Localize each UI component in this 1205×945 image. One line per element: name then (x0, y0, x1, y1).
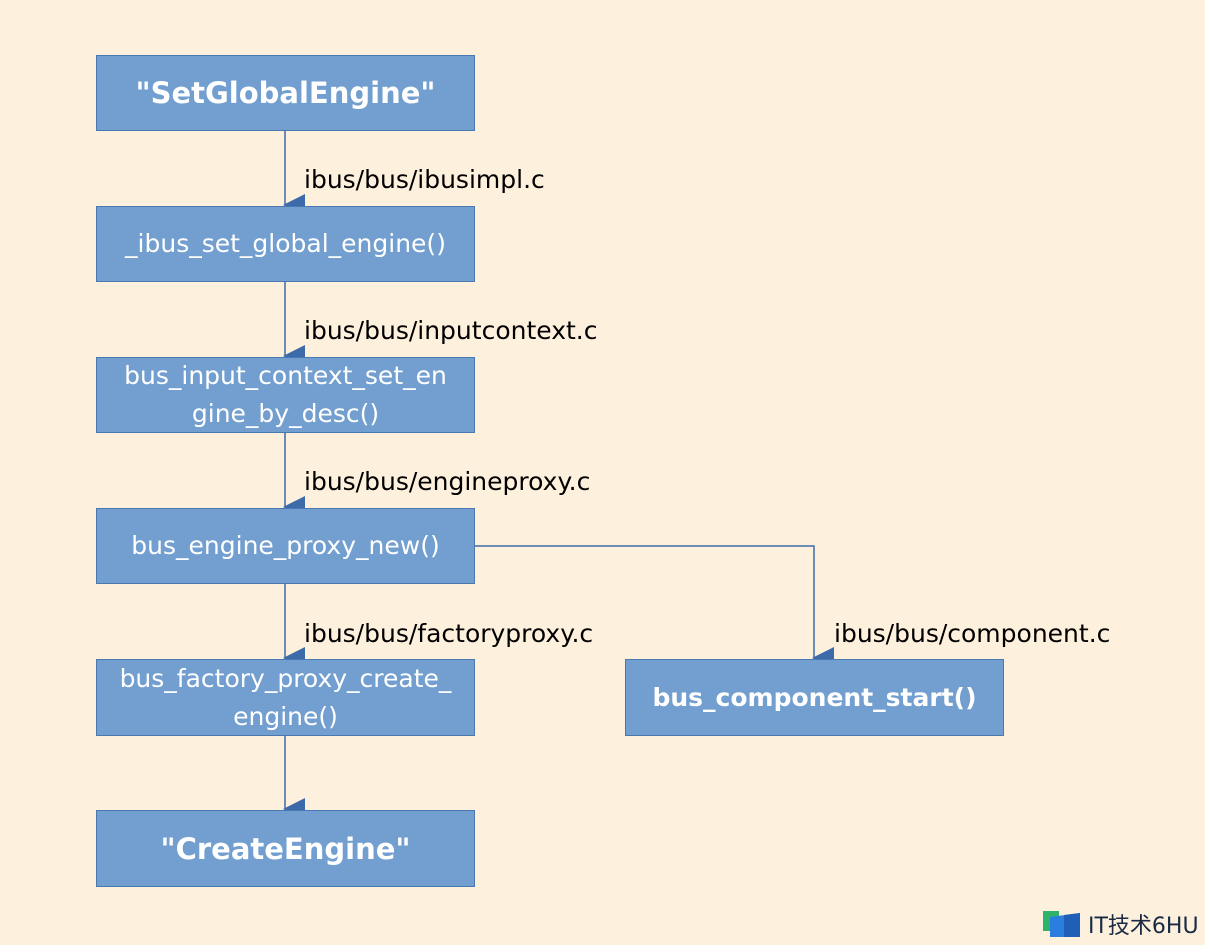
edge-label-component: ibus/bus/component.c (834, 619, 1111, 648)
node-bus-component-start-label: bus_component_start() (652, 682, 977, 712)
edge-label-engineproxy: ibus/bus/engineproxy.c (304, 467, 591, 496)
node-bus-component-start: bus_component_start() (625, 659, 1004, 736)
node-set-global-engine: "SetGlobalEngine" (96, 55, 475, 131)
edge-label-inputcontext: ibus/bus/inputcontext.c (304, 316, 598, 345)
node-create-engine: "CreateEngine" (96, 810, 475, 887)
node-bus-engine-proxy-new-label: bus_engine_proxy_new() (131, 531, 440, 560)
node-ibus-set-global-engine: _ibus_set_global_engine() (96, 206, 475, 282)
arrow-engineproxy-to-componentstart (475, 545, 834, 669)
node-create-engine-label: "CreateEngine" (160, 831, 411, 866)
edge-label-ibusimpl: ibus/bus/ibusimpl.c (304, 165, 545, 194)
node-bus-input-context-label-line2: gine_by_desc() (191, 399, 380, 428)
book-logo-icon (1040, 909, 1082, 939)
node-set-global-engine-label: "SetGlobalEngine" (135, 76, 436, 110)
edge-label-factoryproxy: ibus/bus/factoryproxy.c (304, 619, 594, 648)
node-bus-input-context-set-engine: bus_input_context_set_en gine_by_desc() (96, 357, 475, 433)
node-bus-factory-proxy-create-engine: bus_factory_proxy_create_ engine() (96, 659, 475, 736)
node-bus-factory-proxy-label-line1: bus_factory_proxy_create_ (119, 663, 452, 693)
node-bus-factory-proxy-label-line2: engine() (233, 701, 338, 731)
watermark: IT技术6HU (1040, 908, 1199, 940)
node-ibus-set-global-engine-label: _ibus_set_global_engine() (125, 229, 446, 258)
node-bus-input-context-label-line1: bus_input_context_set_en (124, 361, 447, 390)
node-bus-engine-proxy-new: bus_engine_proxy_new() (96, 508, 475, 584)
watermark-text: IT技术6HU (1088, 914, 1199, 939)
